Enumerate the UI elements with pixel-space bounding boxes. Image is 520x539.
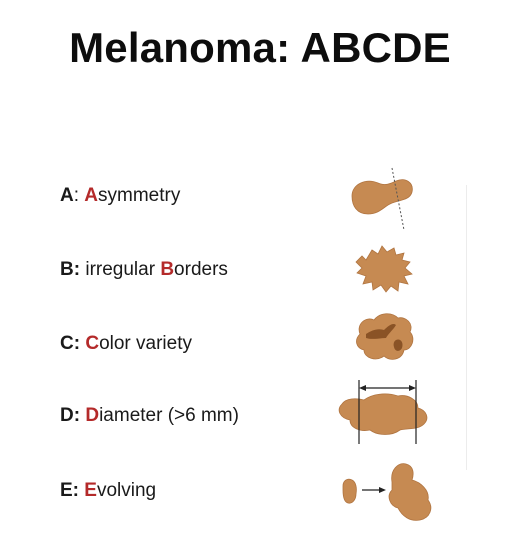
asymmetric-lesion-icon (352, 168, 412, 230)
criterion-borders: B: irregular Borders (60, 259, 228, 281)
divider (466, 185, 467, 470)
criterion-initial: D (85, 405, 99, 426)
criterion-initial: E (84, 480, 97, 501)
criterion-evolving: E: Evolving (60, 480, 156, 502)
criterion-rest: volving (97, 480, 156, 501)
color-variety-lesion-icon (357, 314, 413, 360)
evolving-lesion-icon (343, 464, 431, 521)
criterion-key: B: (60, 259, 80, 280)
criterion-key: E: (60, 480, 79, 501)
criterion-color: C: Color variety (60, 333, 192, 355)
criterion-diameter: D: Diameter (>6 mm) (60, 405, 239, 427)
criterion-initial: C (85, 333, 99, 354)
criterion-key: D: (60, 405, 80, 426)
criterion-separator: irregular (80, 259, 160, 280)
criterion-rest: orders (174, 259, 228, 280)
irregular-border-lesion-icon (356, 246, 412, 292)
criterion-rest: symmetry (98, 185, 180, 206)
criterion-rest: olor variety (99, 333, 192, 354)
criterion-key: A (60, 185, 74, 206)
criterion-key: C: (60, 333, 80, 354)
criterion-rest: iameter (>6 mm) (99, 405, 239, 426)
diameter-lesion-icon (339, 380, 427, 444)
criterion-asymmetry: A: Asymmetry (60, 185, 180, 207)
page-title: Melanoma: ABCDE (0, 24, 520, 72)
criterion-separator: : (74, 185, 85, 206)
criterion-initial: B (160, 259, 174, 280)
criterion-initial: A (84, 185, 98, 206)
lesion-illustrations (330, 160, 460, 530)
